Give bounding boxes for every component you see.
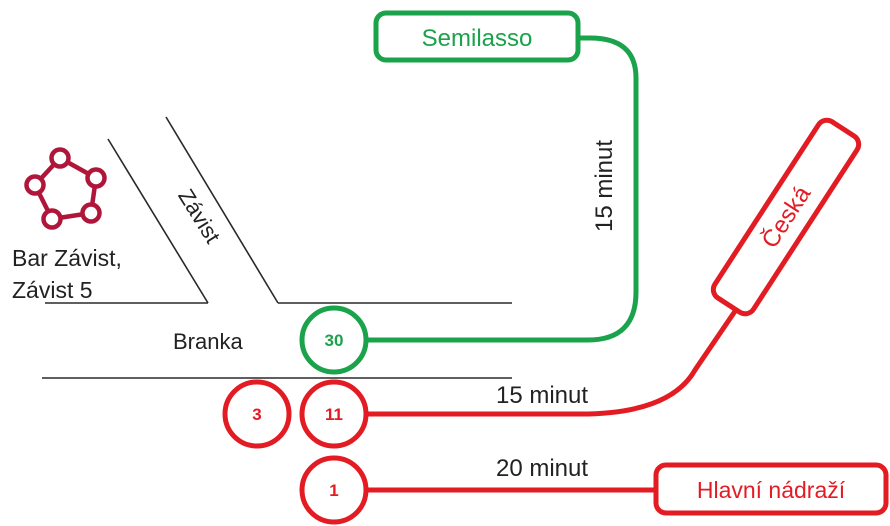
street-zavist-left-edge bbox=[107, 138, 209, 304]
destination-semilasso: Semilasso bbox=[373, 10, 581, 63]
destination-hlavni-nadrazi: Hlavní nádraží bbox=[653, 462, 889, 516]
street-label-zavist: Závist bbox=[173, 185, 225, 248]
duration-green: 15 minut bbox=[591, 140, 618, 232]
line-badge-30-number: 30 bbox=[325, 331, 344, 350]
stop-name-branka: Branka bbox=[173, 329, 243, 354]
bar-logo-icon bbox=[24, 147, 107, 230]
destination-hlavni-nadrazi-label: Hlavní nádraží bbox=[697, 477, 846, 503]
duration-red-upper: 15 minut bbox=[496, 382, 588, 409]
line-badge-3: 3 bbox=[222, 379, 292, 449]
line-badge-11: 11 bbox=[299, 379, 369, 449]
line-badge-3-number: 3 bbox=[252, 405, 261, 424]
duration-red-lower: 20 minut bbox=[496, 455, 588, 482]
route-green-line bbox=[366, 35, 639, 343]
line-badge-1-number: 1 bbox=[329, 481, 338, 500]
place-name-line1: Bar Závist, bbox=[12, 245, 122, 271]
street-zavist-right-edge bbox=[165, 116, 279, 304]
line-badge-30: 30 bbox=[299, 305, 369, 375]
destination-ceska: Česká bbox=[710, 117, 862, 317]
streets bbox=[42, 116, 512, 379]
place-name-line2: Závist 5 bbox=[12, 277, 93, 303]
line-badge-11-number: 11 bbox=[325, 405, 343, 424]
route-red-upper-line bbox=[366, 296, 747, 417]
line-badge-1: 1 bbox=[299, 455, 369, 525]
destination-semilasso-label: Semilasso bbox=[422, 25, 533, 52]
